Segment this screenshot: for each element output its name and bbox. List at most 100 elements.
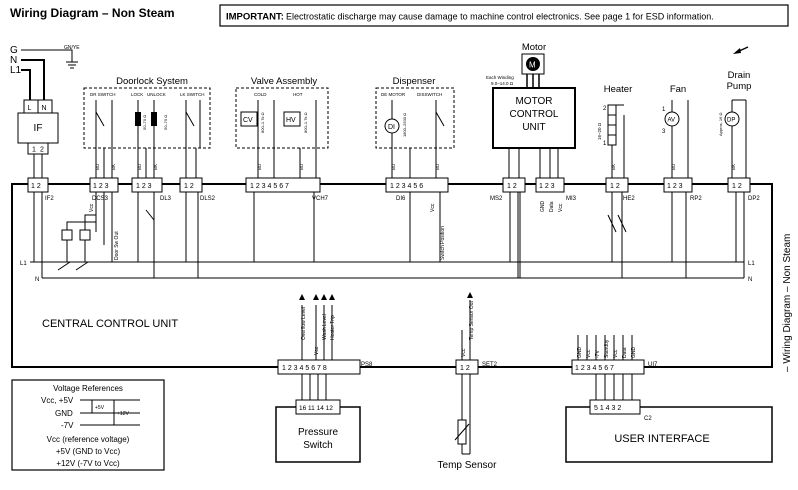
dispenser-internals: DE MOTOR DISSWITCH DI 1800–2500 Ω: [381, 92, 445, 148]
switch-position-label: Switch Position: [440, 226, 446, 260]
l1-bus-label-right: L1: [748, 261, 755, 267]
pressure-switch-label-line2: Switch: [303, 440, 332, 451]
vref-plus5: +5V: [95, 405, 105, 411]
central-control-unit-label: CENTRAL CONTROL UNIT: [42, 318, 178, 330]
if2-label: IF2: [45, 196, 54, 202]
c2-pins: 5 1 4 3 2: [594, 405, 621, 412]
interference-filter: L N IF 1 2: [17, 99, 59, 178]
connector-ui7: [571, 359, 645, 375]
wire-tag: BU: [435, 164, 440, 170]
g-label: G: [10, 45, 18, 56]
lk-switch-label: LK SWITCH: [180, 92, 205, 97]
temp-sensor-label: Temp Sensor: [438, 460, 498, 471]
mi3-label: MI3: [566, 196, 577, 202]
side-title: – Wiring Diagram – Non Steam: [782, 234, 793, 372]
pressure-switch-pins-top: 16 11 14 12: [299, 405, 333, 412]
di6-pins: 1 2 3 4 5 6: [390, 183, 423, 190]
ps8-pins: 1 2 3 4 5 6 7 8: [282, 365, 327, 372]
doorlock-internals: DR SWITCH LOCK UNLOCK LK SWITCH 50–70 Ω …: [90, 92, 205, 148]
ccu-relays: [57, 209, 627, 271]
ui7-pins: 1 2 3 4 5 6 7: [575, 365, 614, 372]
di6-label: DI6: [396, 196, 406, 202]
vref-line1: +5V (GND to Vcc): [56, 447, 121, 456]
fan-assembly: 1 3 AV: [662, 100, 689, 178]
bottom-connectors: 1 2 3 4 5 6 7 8 PS8 1 2 SET2 1 2 3 4 5 6…: [277, 359, 658, 375]
temp-sensor: Temp Sensor: [438, 374, 498, 471]
central-control-unit-border: [11, 183, 773, 368]
hot-valve-code: HV: [286, 117, 296, 124]
unlock-coil: [151, 112, 157, 126]
ms2-label: MS2: [490, 196, 503, 202]
wire-tag: BU: [299, 164, 304, 170]
ccu-internal-wiring: [33, 192, 745, 278]
overflow-label: Overflow Level: [301, 307, 307, 340]
vref-minus7: -7V: [61, 421, 74, 430]
ui-signal-labels: GND Vcc -7V Standby Vcc Data GND: [577, 335, 637, 360]
vcc-label: Vcc: [89, 203, 95, 212]
dispenser-group: [375, 87, 455, 149]
connector-dl3: [131, 177, 163, 193]
ps-signal-labels: Overflow Level Vcc Wash Level Heater Tri…: [299, 294, 336, 360]
fan-pin-3: 3: [662, 129, 666, 135]
he2-pins: 1 2: [610, 183, 620, 190]
heater-label: Heater: [604, 84, 633, 95]
dp2-pins: 1 2: [732, 183, 742, 190]
connector-dls2: [179, 177, 203, 193]
drain-pump-assembly: DP Approx. 16 Ω: [718, 99, 747, 178]
lock-switch-contact: [185, 111, 195, 127]
wire-tag: BU: [671, 164, 676, 170]
dr-switch-label: DR SWITCH: [90, 92, 116, 97]
l1-bus-label: L1: [20, 261, 27, 267]
ps-vcc-label: Vcc: [314, 346, 320, 355]
heater-pin-2: 2: [603, 106, 607, 112]
dispenser-motor-code: DI: [388, 124, 395, 131]
connector-vch7: [245, 177, 321, 193]
if-l-terminal: L: [28, 105, 32, 112]
relay-contact-1: [57, 261, 71, 271]
set2-pins: 1 2: [460, 365, 470, 372]
wash-level-label: Wash Level: [322, 314, 328, 340]
if-n-terminal: N: [42, 105, 47, 112]
valve-assembly-group: [235, 87, 329, 149]
if2-pins: 1 2: [31, 183, 41, 190]
connector-rp2: [663, 177, 693, 193]
esd-arrow-icon: [733, 46, 749, 54]
relay-coil-2: [79, 229, 91, 241]
n-bus-label: N: [35, 277, 39, 283]
ms2-pins: 1 2: [507, 183, 517, 190]
connector-set2: [455, 359, 479, 375]
if-pin-1: 1: [32, 147, 36, 154]
ui-vcc2-label: Vcc: [613, 349, 619, 358]
valve-internals: COLD HOT CV 800–1.7k Ω HV 800–1.7k Ω: [240, 92, 317, 148]
voltage-ref-title: Voltage References: [53, 384, 123, 393]
motor-code: M: [529, 61, 536, 70]
cold-label: COLD: [254, 92, 267, 97]
n-label: N: [10, 55, 17, 66]
temp-out-label: Temp Sensor Out: [469, 300, 475, 340]
doorlock-system-label: Doorlock System: [116, 76, 188, 87]
dcs3-label: DCS3: [92, 196, 109, 202]
heater-relay-2: [617, 214, 627, 233]
connector-if2: [27, 177, 49, 193]
pressure-switch: 16 11 14 12 16 11 14 12 Pressure Switch: [275, 374, 361, 463]
hot-valve-ohm: 800–1.7k Ω: [303, 112, 308, 133]
important-text: Electrostatic discharge may cause damage…: [286, 12, 714, 22]
unlock-ohm: 50–70 Ω: [163, 115, 168, 130]
vch7-pins: 1 2 3 4 5 6 7: [250, 183, 289, 190]
page-title: Wiring Diagram – Non Steam: [10, 6, 175, 20]
set2-label: SET2: [482, 362, 498, 368]
heater-pin-1: 1: [603, 141, 607, 147]
mi-vcc-label: Vcc: [558, 203, 564, 212]
dl3-pins: 1 2 3: [136, 183, 152, 190]
ui-minus7-label: -7V: [595, 350, 601, 358]
mcu-label-line3: UNIT: [522, 122, 545, 133]
connector-ps8: [277, 359, 361, 375]
mi-data-label: Data: [549, 201, 555, 212]
dls2-label: DLS2: [200, 196, 216, 202]
connector-di6: [385, 177, 449, 193]
drain-pump-label-line2: Pump: [727, 81, 752, 92]
fan-pin-1: 1: [662, 107, 666, 113]
di-vcc-label: Vcc: [430, 203, 436, 212]
each-winding-ohm: 9.0–14.0 Ω: [491, 81, 514, 86]
connector-ms2: [502, 177, 526, 193]
